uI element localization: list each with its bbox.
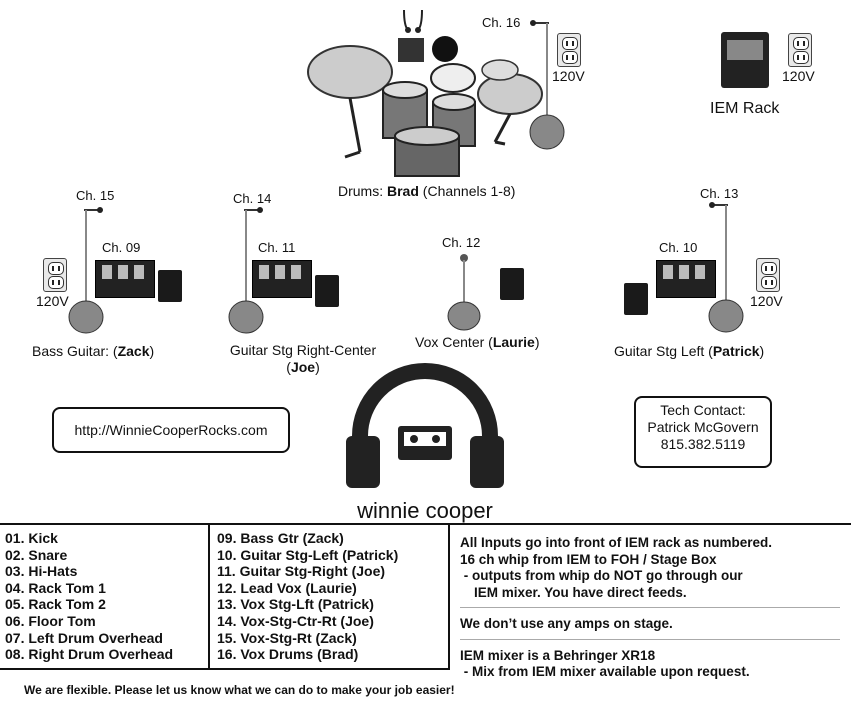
tech-phone: 815.382.5119 bbox=[660, 436, 746, 452]
tech-contact-box: Tech Contact: Patrick McGovern 815.382.5… bbox=[634, 396, 772, 468]
bass-name: Zack bbox=[117, 343, 150, 359]
input-item: 04. Rack Tom 1 bbox=[5, 579, 106, 596]
note-inputs: All Inputs go into front of IEM rack as … bbox=[460, 535, 773, 550]
ch12-label: Ch. 12 bbox=[442, 235, 481, 250]
vox-label-suffix: ) bbox=[534, 334, 540, 350]
input-item: 14. Vox-Stg-Ctr-Rt (Joe) bbox=[217, 612, 374, 629]
input-item: 05. Rack Tom 2 bbox=[5, 596, 106, 613]
bass-label-prefix: Bass Guitar: ( bbox=[32, 343, 118, 359]
input-item: 09. Bass Gtr (Zack) bbox=[217, 530, 344, 546]
bass-iem-pack-icon bbox=[158, 270, 182, 302]
bass-voltage: 120V bbox=[36, 293, 69, 309]
stage-notes: All Inputs go into front of IEM rack as … bbox=[460, 535, 840, 681]
note-divider bbox=[460, 607, 840, 608]
ch09-label: Ch. 09 bbox=[102, 240, 141, 255]
ch15-mic-stand-icon bbox=[68, 207, 104, 334]
ch16-label: Ch. 16 bbox=[482, 15, 521, 30]
band-logo: winnie cooper bbox=[340, 356, 510, 523]
drums-name: Brad bbox=[387, 183, 419, 199]
input-list-box bbox=[0, 523, 450, 670]
gtr-l-label-suffix: ) bbox=[759, 343, 765, 359]
iem-rack-label: IEM Rack bbox=[710, 100, 780, 117]
input-item: 16. Vox Drums (Brad) bbox=[217, 646, 359, 663]
note-divider bbox=[460, 638, 840, 640]
logo-text: winnie cooper bbox=[357, 498, 493, 523]
note-whip: 16 ch whip from IEM to FOH / Stage Box bbox=[460, 551, 717, 567]
note-outputs: - outputs from whip do NOT go through ou… bbox=[460, 568, 743, 583]
drum-kit-icon bbox=[307, 36, 543, 177]
input-item: 02. Snare bbox=[5, 546, 68, 563]
drums-voltage: 120V bbox=[552, 68, 585, 84]
tech-name: Patrick McGovern bbox=[647, 419, 759, 435]
vox-name: Laurie bbox=[492, 334, 535, 350]
gtr-rc-label-prefix: ( bbox=[286, 359, 291, 375]
gtr-l-iem-pack-icon bbox=[624, 283, 648, 315]
gtr-rc-pedalboard-icon bbox=[252, 260, 312, 298]
gtr-rc-label-suffix: ) bbox=[315, 359, 320, 375]
gtr-l-name: Patrick bbox=[712, 343, 760, 359]
bass-label-suffix: ) bbox=[149, 343, 155, 359]
iem-voltage: 120V bbox=[782, 68, 815, 84]
input-item: 10. Guitar Stg-Left (Patrick) bbox=[217, 546, 399, 563]
note-mix-request: - Mix from IEM mixer available upon requ… bbox=[460, 664, 750, 679]
ch11-label: Ch. 11 bbox=[258, 240, 296, 255]
bass-pedalboard-icon bbox=[95, 260, 155, 298]
drums-outlet-icon bbox=[557, 33, 581, 67]
iem-outlet-icon bbox=[788, 33, 812, 67]
ch16-mic-stand-icon bbox=[529, 20, 565, 150]
input-item: 08. Right Drum Overhead bbox=[5, 646, 174, 663]
website-link[interactable]: http://WinnieCooperRocks.com bbox=[74, 422, 268, 438]
drum-kit bbox=[305, 32, 545, 182]
bottom-rule bbox=[0, 523, 851, 525]
gtr-l-outlet-icon bbox=[756, 258, 780, 292]
bass-caption: Bass Guitar: (Zack) bbox=[32, 343, 154, 359]
input-list-left: 01. Kick 02. Snare 03. Hi-Hats 04. Rack … bbox=[5, 530, 173, 663]
ch12-mic-stand-icon bbox=[447, 254, 481, 331]
footer-text: We are flexible. Please let us know what… bbox=[24, 683, 455, 697]
input-item: 01. Kick bbox=[5, 530, 58, 546]
input-item: 15. Vox-Stg-Rt (Zack) bbox=[217, 629, 357, 646]
input-item: 06. Floor Tom bbox=[5, 612, 96, 629]
drums-label-suffix: (Channels 1-8) bbox=[418, 183, 516, 199]
drum-headphones-icon bbox=[400, 6, 426, 39]
vox-label-prefix: Vox Center ( bbox=[415, 334, 493, 350]
ch13-label: Ch. 13 bbox=[700, 186, 739, 201]
note-amps: We don’t use any amps on stage. bbox=[460, 616, 673, 631]
headphones-logo-icon bbox=[346, 363, 504, 488]
vox-caption: Vox Center (Laurie) bbox=[415, 334, 540, 350]
input-item: 03. Hi-Hats bbox=[5, 563, 78, 580]
gtr-rc-caption: Guitar Stg Right-Center (Joe) bbox=[222, 342, 384, 376]
tech-title: Tech Contact: bbox=[660, 402, 746, 418]
ch14-label: Ch. 14 bbox=[233, 191, 272, 206]
ch13-mic-stand-icon bbox=[708, 202, 744, 333]
bass-outlet-icon bbox=[43, 258, 67, 292]
note-direct-feeds: IEM mixer. You have direct feeds. bbox=[474, 584, 687, 600]
input-item: 12. Lead Vox (Laurie) bbox=[217, 579, 357, 596]
vox-iem-pack-icon bbox=[500, 268, 524, 300]
gtr-l-caption: Guitar Stg Left (Patrick) bbox=[614, 343, 764, 359]
ch14-mic-stand-icon bbox=[228, 207, 264, 334]
ch15-label: Ch. 15 bbox=[76, 188, 115, 203]
input-item: 07. Left Drum Overhead bbox=[5, 629, 163, 646]
input-item: 11. Guitar Stg-Right (Joe) bbox=[217, 563, 386, 580]
gtr-rc-label-line1: Guitar Stg Right-Center bbox=[229, 342, 377, 358]
input-item: 13. Vox Stg-Lft (Patrick) bbox=[217, 596, 374, 613]
input-list-divider bbox=[208, 523, 210, 668]
gtr-rc-iem-pack-icon bbox=[315, 275, 339, 307]
input-list-right: 09. Bass Gtr (Zack) 10. Guitar Stg-Left … bbox=[217, 530, 398, 663]
gtr-l-label-prefix: Guitar Stg Left ( bbox=[614, 343, 713, 359]
iem-rack-icon bbox=[721, 32, 769, 88]
gtr-l-voltage: 120V bbox=[750, 293, 783, 309]
drums-label-prefix: Drums: bbox=[338, 183, 387, 199]
ch10-label: Ch. 10 bbox=[659, 240, 698, 255]
gtr-l-pedalboard-icon bbox=[656, 260, 716, 298]
drums-caption: Drums: Brad (Channels 1-8) bbox=[338, 183, 515, 199]
website-box: http://WinnieCooperRocks.com bbox=[52, 407, 290, 453]
gtr-rc-name: Joe bbox=[290, 359, 316, 375]
note-mixer: IEM mixer is a Behringer XR18 bbox=[460, 647, 656, 663]
